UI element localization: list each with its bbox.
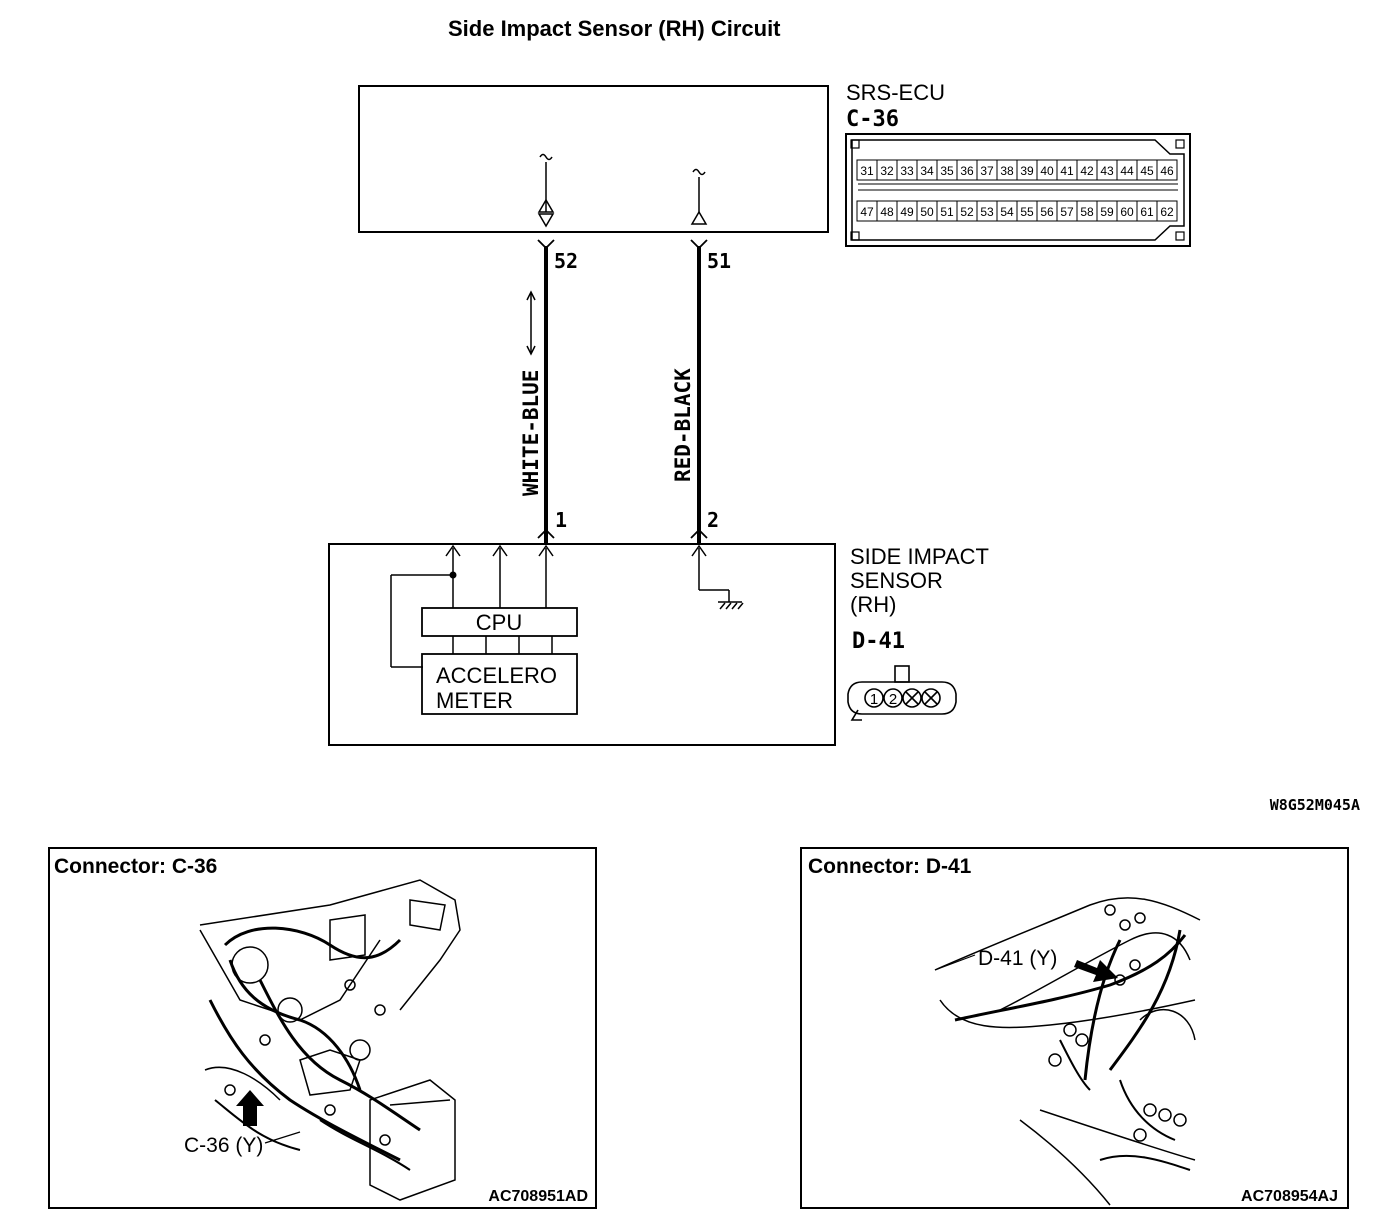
sensor-connector-id: D-41 [852,629,905,654]
cpu-label: CPU [476,610,522,635]
ecu-pin-34: 34 [920,164,934,178]
ecu-pin-41: 41 [1060,164,1074,178]
ecu-pin-47: 47 [860,205,874,219]
ecu-pin-61: 61 [1140,205,1154,219]
ecu-pin-bottom-cell [1156,200,1178,222]
accelerometer-label-line2: METER [436,688,513,713]
terminal-mark-52 [537,239,555,250]
ecu-pin-50: 50 [920,205,934,219]
terminal-mark-1 [537,528,555,539]
arrow-up-icon [236,1090,264,1126]
panel-d41-callout: D-41 (Y) [978,947,1057,970]
ecu-connector-face: 31 32 33 34 35 36 37 38 39 40 41 42 43 44 45 46 47 48 49 5… [845,133,1191,247]
terminal-mark-2 [690,528,708,539]
callout-leader-d41 [934,954,976,971]
terminal-mark-51 [690,239,708,250]
ecu-pin-49: 49 [900,205,914,219]
sensor-box [328,543,836,746]
ecu-pin-54: 54 [1000,205,1014,219]
sensor-conn-pin-2: 2 [889,691,897,708]
ecu-pin-44: 44 [1120,164,1134,178]
sensor-name-line1: SIDE IMPACT [850,544,989,569]
bidirectional-arrow-icon [526,290,536,356]
ecu-pin-35: 35 [940,164,954,178]
ecu-pin-label-52: 52 [554,249,578,273]
cpu-box [421,607,578,637]
arrow-pointer-icon [1074,960,1118,982]
ecu-pin-39: 39 [1020,164,1034,178]
sensor-name-line2: SENSOR [850,568,943,593]
ecu-pin-label-51: 51 [707,249,731,273]
wire-color-label-red-black: RED-BLACK [671,368,695,482]
panel-c36-title: Connector: C-36 [54,855,217,878]
ecu-pin-52: 52 [960,205,974,219]
panel-d41-title: Connector: D-41 [808,855,972,878]
ecu-pin-62: 62 [1160,205,1174,219]
ecu-pin-33: 33 [900,164,914,178]
ecu-pin-45: 45 [1140,164,1154,178]
ecu-pin-48: 48 [880,205,894,219]
ecu-pin-38: 38 [1000,164,1014,178]
ecu-pin-40: 40 [1040,164,1054,178]
ecu-pin-56: 56 [1040,205,1054,219]
sensor-name-line3: (RH) [850,592,896,617]
ecu-pin-51: 51 [940,205,954,219]
sensor-pin-label-2: 2 [707,508,719,532]
dashboard-harness-illustration [199,879,461,1201]
ecu-box [358,85,829,233]
ecu-name: SRS-ECU [846,80,945,105]
panel-c36 [48,847,597,1209]
accelerometer-label-line1: ACCELERO [436,663,557,688]
sensor-connector-face [847,665,957,721]
panel-c36-code: AC708951AD [488,1188,588,1205]
ecu-connector-id: C-36 [846,107,899,132]
ecu-pin-57: 57 [1060,205,1074,219]
ecu-internal-terminal-51 [690,168,708,225]
sensor-internal-lines [390,544,744,668]
ecu-pin-55: 55 [1020,205,1034,219]
ecu-pin-42: 42 [1080,164,1094,178]
ecu-pin-53: 53 [980,205,994,219]
callout-leader-c36 [264,1131,301,1144]
sensor-conn-pin-1: 1 [870,691,878,708]
accelerometer-box [421,653,578,715]
sensor-pin-label-1: 1 [555,508,567,532]
ecu-pin-60: 60 [1120,205,1134,219]
ecu-internal-terminal-52 [537,153,555,228]
vehicle-harness-illustration [934,897,1201,1206]
wire-color-label-white-blue: WHITE-BLUE [519,370,543,496]
diagram-title: Side Impact Sensor (RH) Circuit [448,16,781,41]
ecu-pin-59: 59 [1100,205,1114,219]
ecu-pin-top-cell [1156,159,1178,181]
junction-dot [449,571,457,579]
ecu-pin-43: 43 [1100,164,1114,178]
panel-d41 [800,847,1349,1209]
panel-c36-callout: C-36 (Y) [184,1134,263,1157]
diagram-code: W8G52M045A [1270,796,1360,814]
ecu-pin-37: 37 [980,164,994,178]
ecu-pin-46: 46 [1160,164,1174,178]
ecu-pin-36: 36 [960,164,974,178]
panel-d41-code: AC708954AJ [1241,1188,1338,1205]
ecu-pin-58: 58 [1080,205,1094,219]
ecu-pin-31: 31 [860,164,874,178]
ecu-pin-32: 32 [880,164,894,178]
